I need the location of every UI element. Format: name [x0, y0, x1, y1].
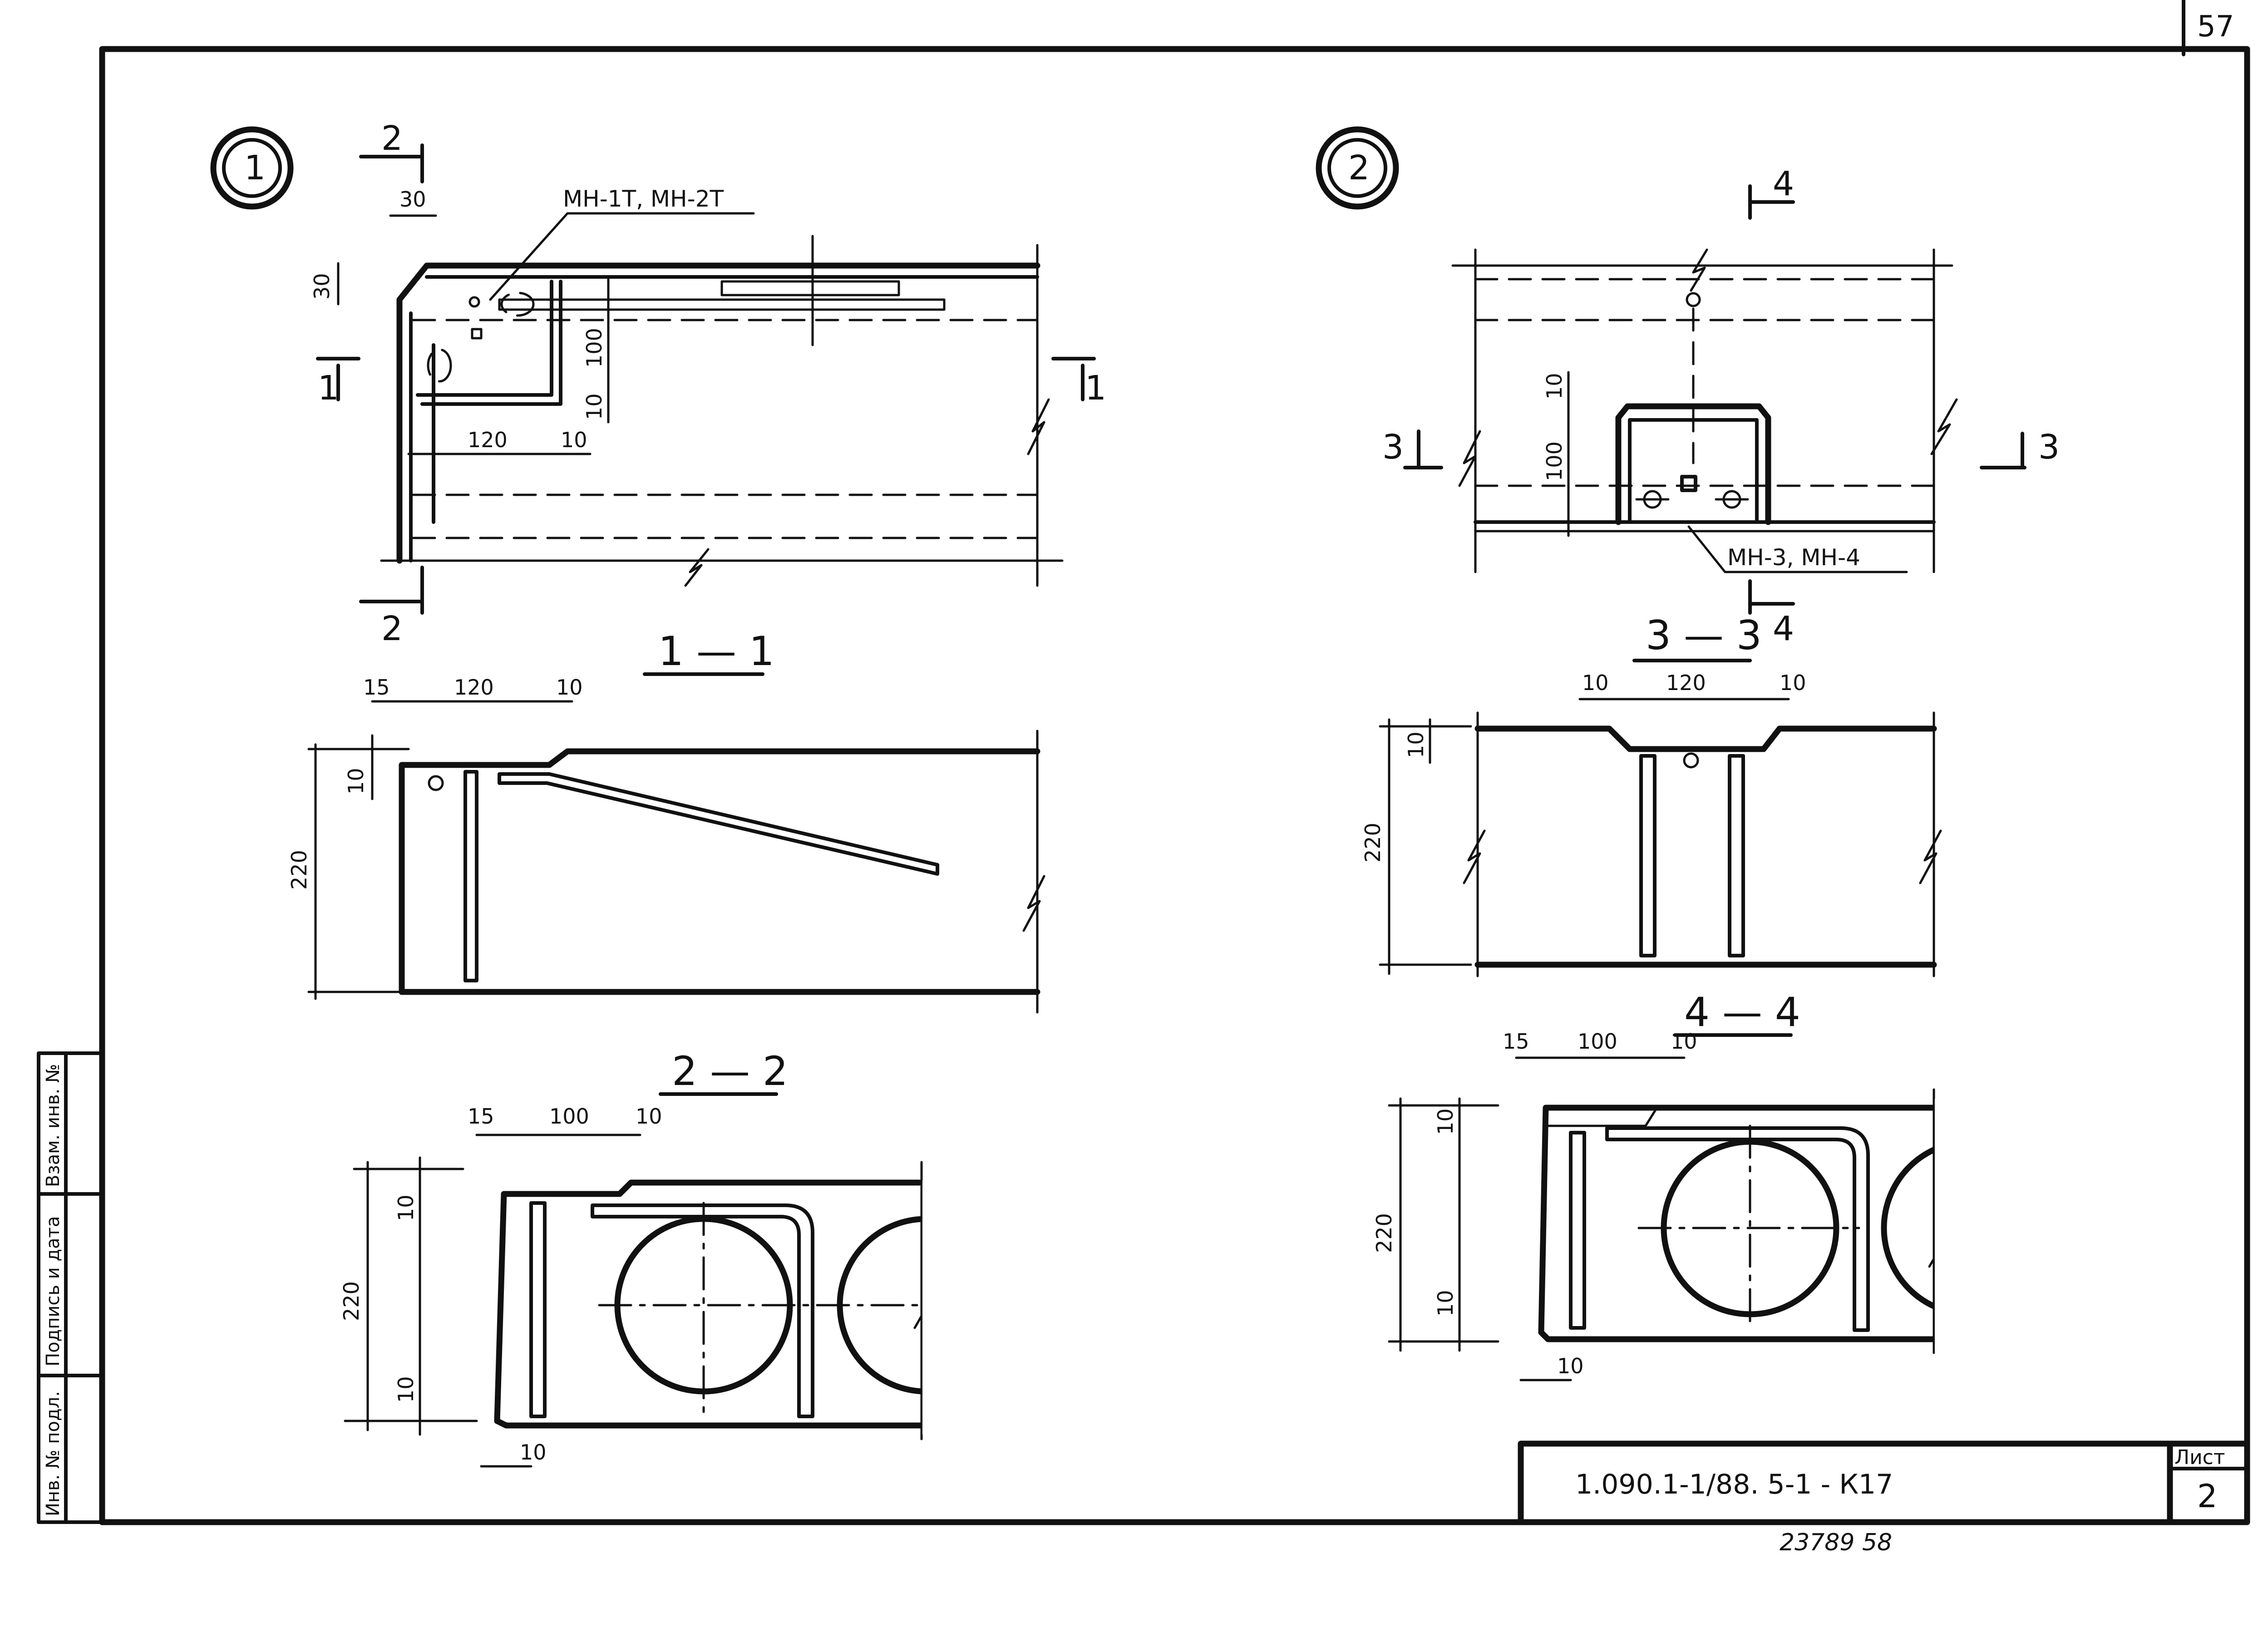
title-block-sheet-number: 2 [2197, 1478, 2218, 1515]
section-4-4-dim-10-base: 10 [1557, 1354, 1584, 1378]
archive-note: 23789 58 [1780, 1529, 1892, 1556]
detail-1-plan: 1 МН-1Т, МН-2Т 2 2 1 1 [210, 119, 1106, 648]
side-stamp: Инв. № подл. Подпись и дата Взам. инв. № [37, 1051, 104, 1524]
cut-mark-4-bottom: 4 [1773, 609, 1794, 648]
section-2-2-dim-10-base: 10 [520, 1440, 547, 1465]
cut-mark-2-bottom: 2 [381, 609, 403, 648]
detail-1-leader-label: МН-1Т, МН-2Т [563, 186, 724, 212]
section-4-4-dim-10-right: 10 [1671, 1029, 1697, 1054]
title-block-sheet-label: Лист [2174, 1446, 2225, 1469]
section-1-1: 1 — 1 220 10 15 120 10 [287, 628, 1045, 1014]
section-2-2-dim-10-right: 10 [636, 1104, 662, 1129]
detail-1-number: 1 [244, 148, 266, 187]
section-1-1-dim-10-vert: 10 [344, 768, 368, 794]
section-4-4-dim-100: 100 [1578, 1029, 1617, 1054]
section-3-3-dim-10-left: 10 [1582, 671, 1609, 695]
title-block-code: 1.090.1-1/88. 5-1 - К17 [1575, 1469, 1893, 1500]
stamp-inv-no: Инв. № подл. [43, 1391, 64, 1516]
section-3-3-dim-120: 120 [1666, 671, 1706, 695]
section-4-4-dim-10-bottom: 10 [1433, 1290, 1458, 1317]
title-block: 1.090.1-1/88. 5-1 - К17 Лист 2 [1518, 1440, 2250, 1525]
section-2-2-title: 2 — 2 [672, 1048, 788, 1095]
page-number-box: 57 [2182, 0, 2234, 56]
section-2-2-dim-15: 15 [468, 1104, 494, 1129]
section-1-1-dim-10-horiz: 10 [556, 675, 583, 700]
detail-2-number: 2 [1348, 148, 1370, 187]
drawing-frame [99, 46, 2250, 1525]
dim-detail2-10: 10 [1542, 373, 1567, 399]
dim-detail1-30-top: 30 [399, 187, 426, 212]
detail-2-plan: 2 МН-3, МН-4 4 4 3 3 10 [1316, 126, 2060, 648]
section-4-4: 4 — 4 220 10 10 15 100 10 10 [1372, 989, 2171, 1381]
section-4-4-dim-15: 15 [1503, 1029, 1529, 1054]
page-number: 57 [2197, 10, 2234, 44]
section-1-1-dim-220: 220 [287, 850, 311, 890]
section-1-1-dim-15: 15 [363, 675, 390, 700]
dim-detail1-100: 100 [582, 328, 606, 368]
dim-detail1-10-vert: 10 [582, 393, 606, 420]
section-2-2-dim-220: 220 [339, 1281, 364, 1321]
section-1-1-dim-120: 120 [454, 675, 494, 700]
section-2-2: 2 — 2 220 10 10 15 100 10 10 [339, 1048, 1104, 1468]
section-3-3-title: 3 — 3 [1646, 612, 1762, 659]
dim-detail1-120: 120 [468, 428, 508, 452]
section-2-2-dim-100: 100 [549, 1104, 589, 1129]
section-2-2-dim-10-top: 10 [394, 1194, 418, 1221]
section-2-2-dim-10-bottom: 10 [394, 1376, 418, 1403]
cut-mark-1-right: 1 [1085, 369, 1106, 408]
section-4-4-title: 4 — 4 [1684, 989, 1800, 1036]
detail-2-leader-label: МН-3, МН-4 [1727, 544, 1860, 571]
section-3-3-dim-220: 220 [1361, 823, 1385, 863]
dim-detail2-100: 100 [1542, 441, 1567, 481]
cut-mark-3-left: 3 [1382, 428, 1404, 467]
cut-mark-4-top: 4 [1773, 164, 1794, 203]
dim-detail1-10-horiz: 10 [561, 428, 587, 452]
section-3-3-dim-10-right: 10 [1780, 671, 1806, 695]
section-3-3: 3 — 3 220 10 10 120 10 [1361, 612, 1942, 977]
section-3-3-dim-10-vert: 10 [1404, 731, 1428, 758]
cut-mark-1-left: 1 [318, 369, 339, 408]
cut-mark-3-right: 3 [2038, 428, 2060, 467]
section-4-4-dim-10-top: 10 [1433, 1108, 1458, 1135]
cut-mark-2-top: 2 [381, 119, 403, 158]
stamp-signature-date: Подпись и дата [43, 1216, 64, 1366]
stamp-replaced-inv: Взам. инв. № [43, 1064, 64, 1187]
section-4-4-dim-220: 220 [1372, 1213, 1396, 1253]
dim-detail1-30-left: 30 [310, 273, 334, 300]
section-1-1-title: 1 — 1 [658, 628, 774, 675]
